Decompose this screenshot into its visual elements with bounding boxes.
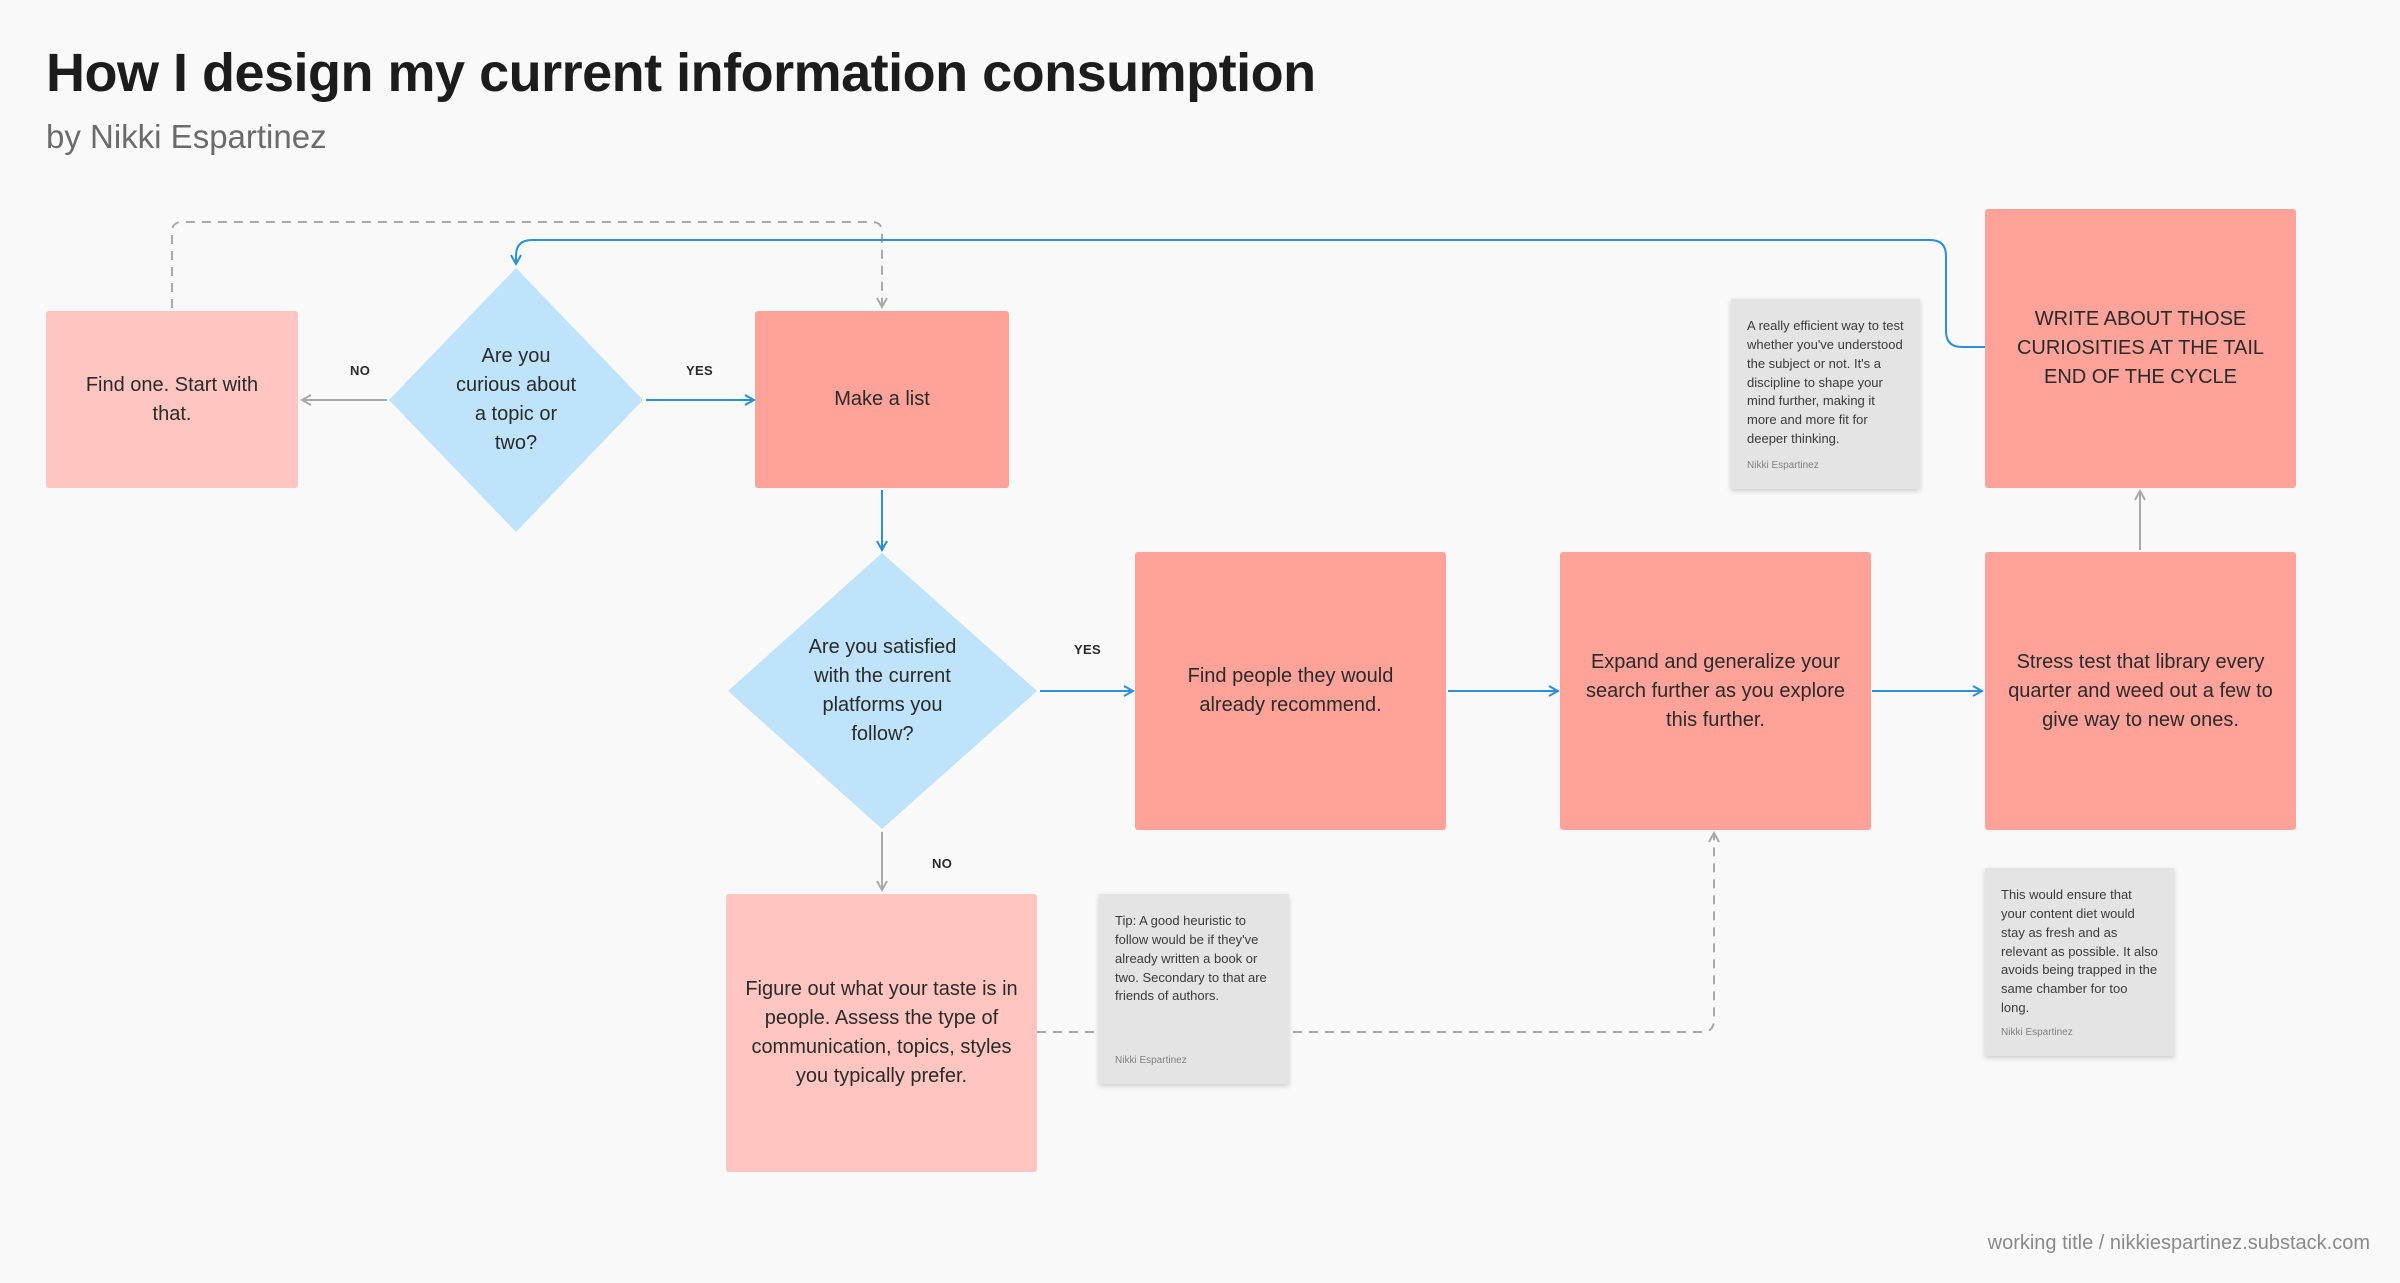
expand-text: Expand and generalize your search furthe… [1585,650,1846,731]
blue-loop-connector [516,239,1985,348]
curious-decision: Are you curious about a topic or two? [387,266,645,534]
no-label-1: NO [350,363,371,378]
footer-credit: working title / nikkiespartinez.substack… [1987,1232,2370,1254]
write-note-author: Nikki Espartinez [1747,459,1819,471]
satisfied-text: Are you satisfied with the current platf… [808,636,957,745]
tip-note-author: Nikki Espartinez [1115,1054,1187,1066]
dashed-figure-to-expand-connector [1037,833,1714,1033]
find-people-box: Find people they would already recommend… [1135,552,1446,830]
figure-out-box: Figure out what your taste is in people.… [726,894,1037,1172]
write-about-text: WRITE ABOUT THOSE CURIOSITIES AT THE TAI… [2016,308,2265,388]
tip-note-text: Tip: A good heuristic to follow would be… [1115,913,1267,1004]
find-people-text: Find people they would already recommend… [1187,665,1394,716]
yes-label-2: YES [1074,642,1101,657]
stress-note: This would ensure that your content diet… [1985,868,2174,1056]
make-list-text: Make a list [834,388,930,410]
stress-note-text: This would ensure that your content diet… [2001,887,2158,1016]
page-subtitle: by Nikki Espartinez [46,118,327,155]
write-about-box: WRITE ABOUT THOSE CURIOSITIES AT THE TAI… [1985,209,2296,488]
stress-note-author: Nikki Espartinez [2001,1026,2073,1038]
no-label-2: NO [932,856,953,871]
satisfied-diamond-shape [728,553,1037,829]
yes-label-1: YES [686,363,713,378]
dashed-loop-connector [171,221,882,308]
write-note: A really efficient way to test whether y… [1731,299,1920,489]
curious-diamond-shape [389,268,643,532]
find-one-box: Find one. Start with that. [46,311,298,488]
expand-box: Expand and generalize your search furthe… [1560,552,1871,830]
figure-out-text: Figure out what your taste is in people.… [745,978,1018,1087]
write-note-text: A really efficient way to test whether y… [1747,318,1904,447]
find-one-text: Find one. Start with that. [85,373,259,425]
make-list-box: Make a list [755,311,1009,488]
tip-note: Tip: A good heuristic to follow would be… [1099,894,1289,1084]
curious-text: Are you curious about a topic or two? [455,345,577,454]
satisfied-decision: Are you satisfied with the current platf… [726,551,1039,831]
stress-test-text: Stress test that library every quarter a… [2008,650,2273,731]
stress-test-box: Stress test that library every quarter a… [1985,552,2296,830]
page-title: How I design my current information cons… [46,43,1316,103]
